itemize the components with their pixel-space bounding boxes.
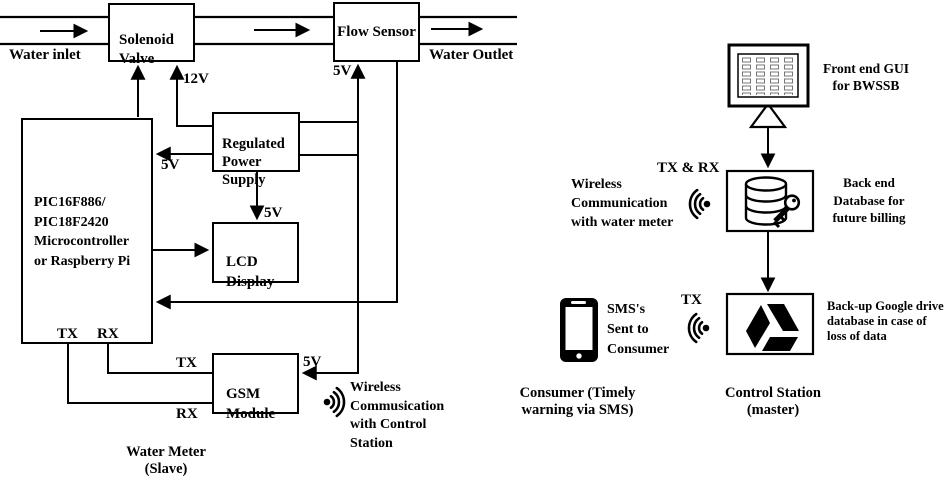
wireless-control-station-note: Wireless Commusication with Control Stat… [350,380,445,452]
wireless-signal-icon-gsm [323,386,346,418]
regulated-power-supply-label: Regulated Power Supply [222,136,285,188]
lcd-display-label: LCD Display [226,254,275,290]
water-meter-caption: Water Meter (Slave) [126,444,206,477]
backend-database-label: Back end Database for future billing [832,175,906,225]
mcu-tx-pin-label: TX [57,326,78,342]
wireless-water-meter-note: Wireless Communication with water meter [571,177,674,230]
flow-sensor-box: Flow Sensor [333,2,420,62]
smartphone-icon [560,298,598,362]
sms-consumer-note: SMS's Sent to Consumer [607,302,670,357]
signal-wires [67,62,776,404]
water-pipe-lines [0,15,517,46]
flow-sensor-label: Flow Sensor [337,23,416,40]
microcontroller-label: PIC16F886/ PIC18F2420 Microcontroller or… [34,195,131,269]
wireless-signal-icon-tx [687,312,710,344]
mcu-rx-pin-label: RX [97,326,119,342]
consumer-caption: Consumer (Timely warning via SMS) [519,385,636,418]
solenoid-valve-label: Solenoid Valve [119,32,175,67]
flow-direction-arrows [40,21,484,39]
v5-gsm-label: 5V [303,354,322,370]
water-inlet-label: Water inlet [9,47,81,63]
control-station-caption: Control Station (master) [724,385,821,418]
up-arrow-icon [748,102,788,129]
flow-sensor-to-mcu-wire [155,62,398,310]
monitor-icon [727,43,810,108]
v5-flow-sensor-label: 5V [333,63,352,79]
front-end-gui-label: Front end GUI for BWSSB [822,61,909,93]
regulated-power-supply-box: Regulated Power Supply [212,112,300,188]
google-drive-icon [725,292,815,356]
v12-label: 12V [183,71,209,87]
tx-wire-label: TX [176,355,197,371]
microcontroller-box: PIC16F886/ PIC18F2420 Microcontroller or… [21,118,153,344]
v5-mcu-label: 5V [161,157,180,173]
database-icon [725,169,815,233]
rps-5v-to-gsm-wire [299,122,359,373]
tx-wire-line [67,343,213,404]
lcd-display-box: LCD Display [212,222,299,290]
gsm-module-box: GSM Module [212,353,299,422]
rps-12v-to-valve-wire [169,64,212,127]
wireless-signal-icon-txrx [688,188,711,220]
gdrive-backup-note: Back-up Google drive database in case of… [827,299,944,343]
tx-label: TX [681,292,702,308]
water-outlet-label: Water Outlet [429,47,514,63]
key-icon [772,194,801,229]
tx-rx-label: TX & RX [657,160,720,176]
v5-lcd-label: 5V [264,205,283,221]
rx-wire-label: RX [176,406,198,422]
solenoid-valve-box: Solenoid Valve [108,3,195,67]
rx-wire-line [107,343,213,374]
gsm-module-label: GSM Module [226,386,276,422]
